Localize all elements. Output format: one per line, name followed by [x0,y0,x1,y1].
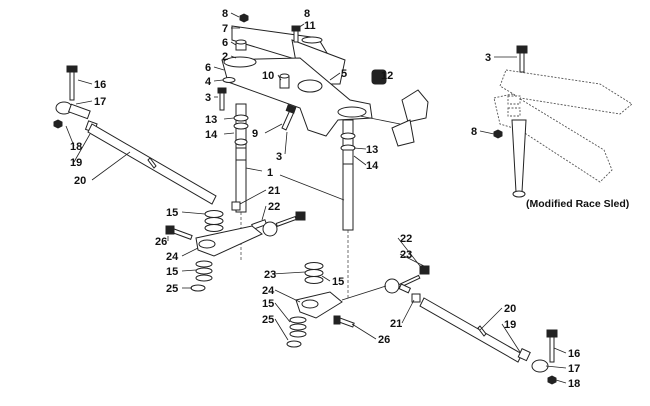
tie-rod-end-left [53,65,91,129]
callout-16: 16 [568,348,580,360]
callout-17: 17 [568,363,580,375]
lower-steering-arm [221,56,373,137]
bolt-26-left [165,225,193,240]
ball-joint-left [231,201,306,237]
bolt-8-right [291,25,301,43]
bushing-6 [235,39,247,51]
arm-24-left [195,225,263,257]
race-sled-inset [493,45,633,198]
callout-26: 26 [155,236,167,248]
callout-8: 8 [471,126,477,138]
upper-steering-arm [231,25,346,85]
callout-18: 18 [70,141,82,153]
callout-15: 15 [332,276,344,288]
arm-24-right [295,291,343,319]
nut-25-right [286,340,302,348]
callout-5: 5 [341,68,347,80]
callout-14: 14 [205,129,218,141]
callout-23: 23 [264,269,276,281]
callout-22: 22 [268,201,280,213]
nut-25-left [190,284,206,292]
callout-23: 23 [400,249,412,261]
callout-2: 2 [222,51,228,63]
callout-18: 18 [568,378,580,390]
pivot-bracket [359,89,429,147]
steering-post-right [340,119,356,231]
tie-rod-right [419,297,523,363]
callout-13: 13 [205,114,217,126]
callout-24: 24 [262,285,275,297]
callout-14: 14 [366,160,379,172]
callout-7: 7 [222,23,228,35]
tie-rod-end-right [517,329,558,385]
callout-13: 13 [366,144,378,156]
callout-3: 3 [485,52,491,64]
nut-8-top [239,13,249,23]
callout-21: 21 [268,185,280,197]
callout-21: 21 [390,318,402,330]
callout-17: 17 [94,96,106,108]
callout-6: 6 [222,37,228,49]
callout-1: 1 [267,167,273,179]
callout-19: 19 [70,157,82,169]
bolt-3-left [217,87,227,111]
callout-15: 15 [166,266,178,278]
callout-25: 25 [166,283,178,295]
washer-stack-15-left [204,210,224,232]
washer-4 [222,77,236,83]
callout-labels: 8 7 6 2 6 4 3 13 14 8 11 10 5 12 9 3 13 … [70,8,629,390]
spacer-10 [279,73,290,89]
callout-15: 15 [166,207,178,219]
ball-joint-right [384,265,430,294]
callout-20: 20 [504,303,516,315]
callout-24: 24 [166,251,179,263]
leader-lines [65,12,567,384]
steering-post-left [233,103,249,213]
callout-16: 16 [94,79,106,91]
bolt-26-right [333,315,355,328]
bolt-9 [281,104,297,131]
callout-22: 22 [400,233,412,245]
callout-8: 8 [304,8,310,20]
callout-15: 15 [262,298,274,310]
callout-9: 9 [252,128,258,140]
callout-19: 19 [504,319,516,331]
callout-11: 11 [304,20,316,32]
tie-rod-left [87,123,217,205]
callout-12: 12 [381,70,393,82]
callout-25: 25 [262,314,274,326]
callout-20: 20 [74,175,86,187]
washer-stack-15-left-lower [195,260,213,282]
callout-26: 26 [378,334,390,346]
washer-stack-15-right [304,262,324,284]
inset-caption: (Modified Race Sled) [526,198,629,210]
callout-10: 10 [262,70,274,82]
callout-3: 3 [276,151,282,163]
callout-6: 6 [205,62,211,74]
washer-stack-15-right-lower [289,316,307,338]
callout-3: 3 [205,92,211,104]
nut-12 [371,69,387,85]
callout-4: 4 [205,76,212,88]
callout-8: 8 [222,8,228,20]
jam-nut-21-right [411,293,421,303]
